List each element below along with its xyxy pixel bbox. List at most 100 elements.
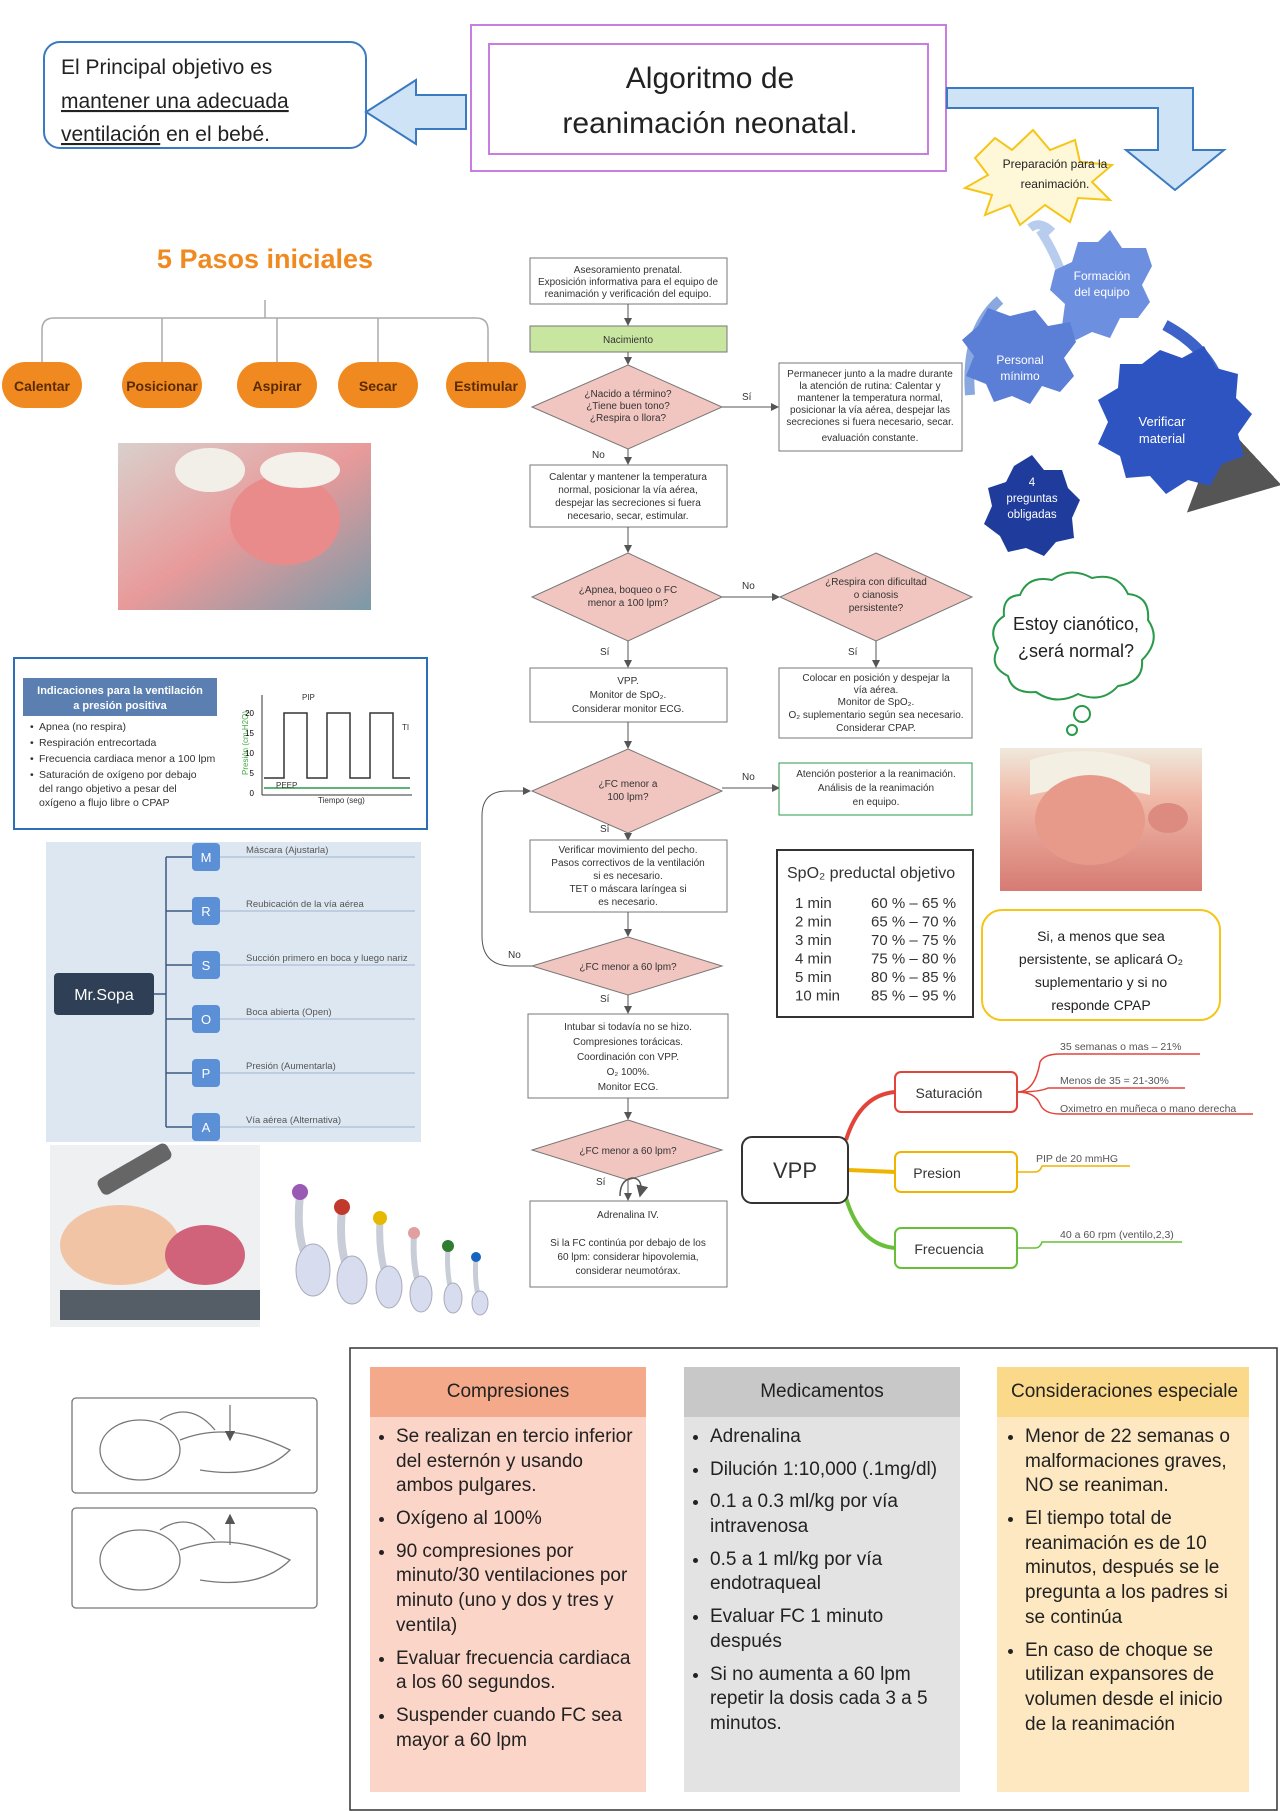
svg-text:O₂ 100%.: O₂ 100%.	[607, 1067, 650, 1078]
svg-text:preguntas: preguntas	[1006, 493, 1057, 505]
neonatal-care-photo	[118, 443, 371, 610]
svg-text:O: O	[201, 1012, 211, 1027]
svg-text:85 % – 95 %: 85 % – 95 %	[871, 988, 956, 1005]
thought-line2: ¿será normal?	[1018, 641, 1134, 661]
svg-text:Considerar CPAP.: Considerar CPAP.	[836, 723, 916, 734]
mrsopa-branch-o: O Boca abierta (Open)	[166, 1005, 415, 1033]
compresiones-list: Se realizan en tercio inferior del ester…	[370, 1417, 646, 1753]
svg-text:Si la FC continúa por debajo d: Si la FC continúa por debajo de los	[550, 1238, 706, 1249]
svg-text:¿FC menor a: ¿FC menor a	[599, 779, 658, 790]
list-item: Adrenalina	[710, 1425, 948, 1450]
svg-text:Personal: Personal	[996, 353, 1043, 367]
svg-text:60 % – 65 %: 60 % – 65 %	[871, 895, 956, 912]
indicaciones-title-2: a presión positiva	[73, 700, 167, 712]
spo2-row: 5 min 80 % – 85 %	[795, 969, 956, 986]
note-line1: Si, a menos que sea	[1037, 928, 1165, 944]
list-item: Si no aumenta a 60 lpm repetir la dosis …	[710, 1663, 948, 1737]
vpp-branch-frecuencia	[844, 1197, 896, 1250]
svg-text:0: 0	[250, 789, 255, 798]
svg-text:PEEP: PEEP	[276, 781, 297, 790]
svg-text:Monitor de SpO₂.: Monitor de SpO₂.	[838, 697, 915, 708]
svg-text:80 % – 85 %: 80 % – 85 %	[871, 969, 956, 986]
note-line4: responde CPAP	[1051, 997, 1150, 1013]
svg-text:¿FC menor a 60 lpm?: ¿FC menor a 60 lpm?	[579, 962, 677, 973]
svg-text:del equipo: del equipo	[1074, 285, 1130, 299]
svg-text:normal, posicionar la vía aére: normal, posicionar la vía aérea,	[558, 485, 698, 496]
svg-text:P: P	[202, 1066, 211, 1081]
svg-text:1 min: 1 min	[795, 895, 832, 912]
svg-text:¿Apnea, boqueo o FC: ¿Apnea, boqueo o FC	[579, 585, 677, 596]
pasos-connectors	[41, 300, 489, 362]
objective-box	[43, 41, 367, 149]
gear-personal: Personal mínimo	[962, 308, 1076, 404]
svg-text:Verificar: Verificar	[1139, 414, 1187, 429]
svg-text:mantener la temperatura normal: mantener la temperatura normal,	[797, 393, 943, 404]
svg-text:despejar las secreciones si fu: despejar las secreciones si fuera	[555, 498, 701, 509]
mrsopa-root-label: Mr.Sopa	[74, 987, 134, 1004]
svg-text:¿Respira o llora?: ¿Respira o llora?	[590, 413, 667, 424]
vpp-frecuencia-leaf-line	[1017, 1241, 1182, 1249]
svg-text:Boca abierta (Open): Boca abierta (Open)	[246, 1007, 332, 1018]
svg-text:Estimular: Estimular	[454, 378, 518, 394]
vpp-branch-saturacion	[844, 1090, 896, 1141]
svg-text:No: No	[742, 581, 755, 592]
consideraciones-title: Consideraciones especiale	[1011, 1381, 1239, 1402]
vpp-saturacion-label: Saturación	[916, 1085, 983, 1101]
medicamentos-column: Medicamentos AdrenalinaDilución 1:10,000…	[684, 1367, 960, 1792]
vpp-sat-leaf-2: Menos de 35 = 21-30%	[1060, 1075, 1169, 1087]
paso-secar: Secar	[338, 362, 418, 408]
thought-line1: Estoy cianótico,	[1013, 614, 1139, 634]
svg-text:del rango objetivo a pesar del: del rango objetivo a pesar del	[39, 783, 177, 795]
svg-text:Asesoramiento prenatal.: Asesoramiento prenatal.	[574, 265, 682, 276]
svg-text:70 % – 75 %: 70 % – 75 %	[871, 932, 956, 949]
vpp-presion-label: Presion	[913, 1165, 960, 1181]
svg-text:Vía aérea (Alternativa): Vía aérea (Alternativa)	[246, 1115, 341, 1126]
svg-text:Sí: Sí	[596, 1177, 606, 1188]
svg-text:material: material	[1139, 431, 1185, 446]
intubation-mannequin-photo	[50, 1143, 260, 1327]
svg-text:si es necesario.: si es necesario.	[593, 871, 662, 882]
list-item: Menor de 22 semanas o malformaciones gra…	[1025, 1425, 1243, 1499]
paso-estimular: Estimular	[446, 362, 526, 408]
svg-text:Presión (cm H2O): Presión (cm H2O)	[241, 711, 250, 775]
consideraciones-col-bg	[997, 1367, 1249, 1792]
svg-text:secreciones si fuera necesario: secreciones si fuera necesario, secar.	[786, 417, 953, 428]
mrsopa-root	[54, 973, 154, 1015]
svg-text:4 min: 4 min	[795, 951, 832, 968]
down-right-arrow	[946, 87, 1227, 192]
svg-text:Permanecer junto a la madre du: Permanecer junto a la madre durante	[787, 369, 953, 380]
svg-text:5 min: 5 min	[795, 969, 832, 986]
indicaciones-title-bg	[23, 678, 217, 716]
medicamentos-title: Medicamentos	[760, 1381, 884, 1402]
list-item: Oxígeno al 100%	[396, 1507, 634, 1532]
svg-text:Sí: Sí	[600, 824, 610, 835]
svg-text:TET o máscara laríngea si: TET o máscara laríngea si	[569, 884, 686, 895]
list-item: Se realizan en tercio inferior del ester…	[396, 1425, 634, 1499]
svg-text:100 lpm?: 100 lpm?	[607, 792, 649, 803]
svg-text:Análisis de la reanimación: Análisis de la reanimación	[818, 783, 934, 794]
list-item: El tiempo total de reanimación es de 10 …	[1025, 1507, 1243, 1630]
svg-text:Sí: Sí	[600, 647, 610, 658]
svg-text:•: •	[30, 769, 34, 781]
vpp-root-label: VPP	[773, 1158, 817, 1183]
svg-text:10 min: 10 min	[795, 988, 840, 1005]
vpp-presion-leaf-line	[1017, 1165, 1130, 1173]
svg-text:VPP.: VPP.	[617, 676, 639, 687]
svg-text:oxígeno a flujo libre o CPAP: oxígeno a flujo libre o CPAP	[39, 797, 170, 809]
indicaciones-title-1: Indicaciones para la ventilación	[37, 685, 203, 697]
svg-text:considerar neumotórax.: considerar neumotórax.	[575, 1266, 680, 1277]
svg-text:20: 20	[245, 709, 254, 718]
resuscitation-flowchart: Asesoramiento prenatal. Exposición infor…	[481, 257, 974, 1288]
spo2-row: 10 min 85 % – 95 %	[795, 988, 956, 1005]
preparacion-burst	[962, 128, 1115, 227]
list-item: Suspender cuando FC sea mayor a 60 lpm	[396, 1704, 634, 1753]
svg-text:Sí: Sí	[848, 647, 858, 658]
svg-text:Verificar movimiento del pecho: Verificar movimiento del pecho.	[559, 845, 698, 856]
vpp-saturacion-leaves	[1016, 1053, 1253, 1115]
